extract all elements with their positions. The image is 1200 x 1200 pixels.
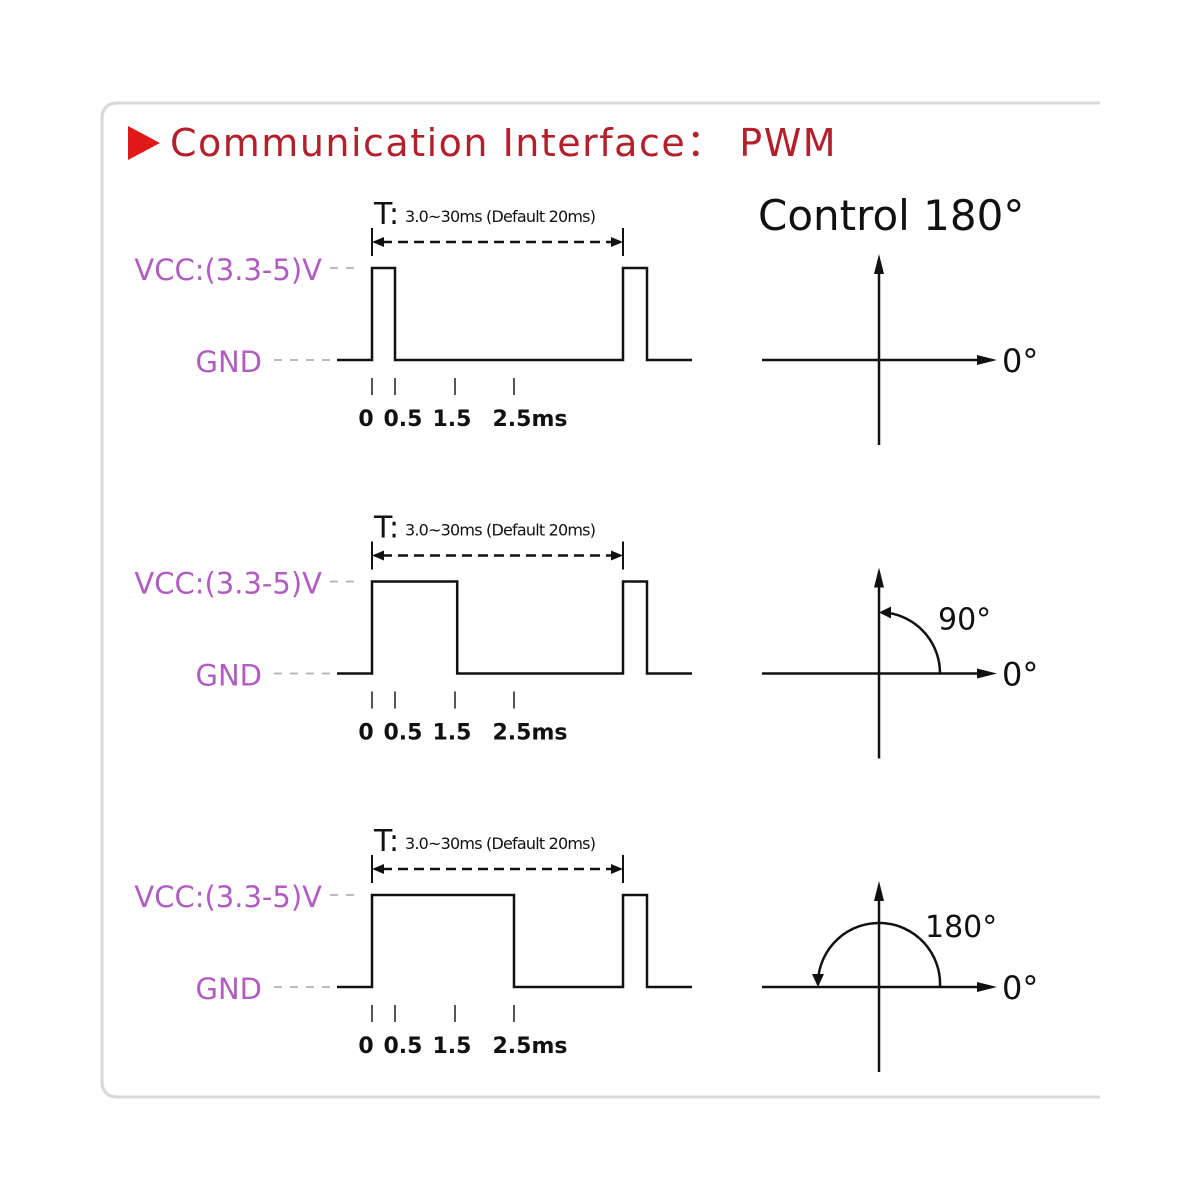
pwm-row: VCC:(3.3-5)V GND T: 3.0~30ms (Default 20ms)… xyxy=(134,824,1038,1072)
gnd-label: GND xyxy=(196,972,263,1006)
rotation-arc xyxy=(884,611,942,674)
gnd-label: GND xyxy=(196,659,263,693)
time-tick-label: 2.5ms xyxy=(493,1034,568,1059)
arrow-left-icon xyxy=(372,237,384,247)
rotation-arrow-icon xyxy=(812,974,824,987)
time-tick-label: 1.5 xyxy=(433,721,472,746)
time-tick-label: 0.5 xyxy=(384,1034,423,1059)
time-tick-label: 0.5 xyxy=(384,721,423,746)
arrow-right-icon xyxy=(611,237,623,247)
time-tick-label: 0 xyxy=(358,1034,373,1059)
pwm-row: VCC:(3.3-5)V GND T: 3.0~30ms (Default 20ms)… xyxy=(134,511,1038,759)
period-label: T: xyxy=(373,824,399,859)
time-tick-label: 1.5 xyxy=(433,1034,472,1059)
time-tick-label: 2.5ms xyxy=(493,721,568,746)
rotation-arc xyxy=(816,921,942,988)
vcc-label: VCC:(3.3-5)V xyxy=(134,253,322,287)
period-label: T: xyxy=(373,511,399,546)
pwm-row: VCC:(3.3-5)V GND T: 3.0~30ms (Default 20ms)… xyxy=(134,197,1038,445)
time-tick-label: 2.5ms xyxy=(493,407,568,432)
axis-arrow-up-icon xyxy=(874,254,884,274)
pwm-waveform xyxy=(337,580,692,675)
period-text: 3.0~30ms (Default 20ms) xyxy=(405,521,595,540)
panel-border xyxy=(100,101,1100,1099)
time-tick-label: 1.5 xyxy=(433,407,472,432)
period-label: T: xyxy=(373,197,399,232)
rotation-arrow-icon xyxy=(879,606,891,619)
vcc-label: VCC:(3.3-5)V xyxy=(134,567,322,601)
rotation-label: 180° xyxy=(925,910,997,945)
title-marker-icon xyxy=(128,126,160,160)
axis-arrow-right-icon xyxy=(977,355,997,365)
axis-arrow-up-icon xyxy=(874,567,884,588)
axis-arrow-up-icon xyxy=(874,881,884,901)
zero-angle-label: 0° xyxy=(1002,342,1038,380)
pwm-waveform xyxy=(337,893,692,989)
pwm-waveform xyxy=(337,266,692,362)
gnd-label: GND xyxy=(196,345,263,379)
arrow-left-icon xyxy=(372,864,384,874)
rotation-label: 90° xyxy=(938,603,991,638)
page-title: Communication Interface： PWM xyxy=(170,121,837,165)
time-tick-label: 0 xyxy=(358,407,373,432)
time-tick-label: 0 xyxy=(358,721,373,746)
time-tick-label: 0.5 xyxy=(384,407,423,432)
zero-angle-label: 0° xyxy=(1002,656,1038,694)
arrow-left-icon xyxy=(372,550,384,561)
arrow-right-icon xyxy=(611,864,623,874)
axis-arrow-right-icon xyxy=(977,982,997,992)
period-text: 3.0~30ms (Default 20ms) xyxy=(405,834,595,853)
arrow-right-icon xyxy=(611,550,623,561)
axis-arrow-right-icon xyxy=(977,668,997,679)
vcc-label: VCC:(3.3-5)V xyxy=(134,880,322,914)
control-label: Control 180° xyxy=(758,191,1024,240)
zero-angle-label: 0° xyxy=(1002,969,1038,1007)
period-text: 3.0~30ms (Default 20ms) xyxy=(405,207,595,226)
